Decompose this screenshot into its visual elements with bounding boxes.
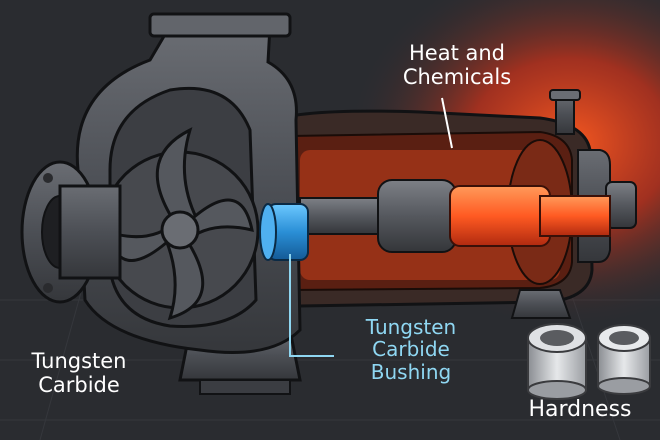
- tungsten-carbide-bushing: [259, 203, 309, 261]
- callout-lines: [289, 97, 453, 357]
- inlet-flange: [20, 160, 122, 304]
- tungsten-carbide-label: Tungsten Carbide: [14, 349, 144, 397]
- sample-bushings: [527, 323, 651, 400]
- bushing-label-line-1: Tungsten: [365, 315, 457, 339]
- impeller: [100, 127, 260, 321]
- heat-chemicals-label: Heat and Chemicals: [372, 41, 542, 89]
- bushing-label-line-2: Carbide: [372, 337, 450, 362]
- bushing-label-line-3: Bushing: [370, 359, 452, 384]
- hardness-label: Hardness: [528, 397, 632, 422]
- material-label-line-2: Carbide: [38, 372, 120, 397]
- bushing-label: Tungsten Carbide Bushing: [336, 315, 486, 384]
- heat-label-line-2: Chemicals: [402, 64, 512, 89]
- material-label-line-1: Tungsten: [31, 349, 127, 373]
- heat-label-line-1: Heat and: [409, 41, 505, 65]
